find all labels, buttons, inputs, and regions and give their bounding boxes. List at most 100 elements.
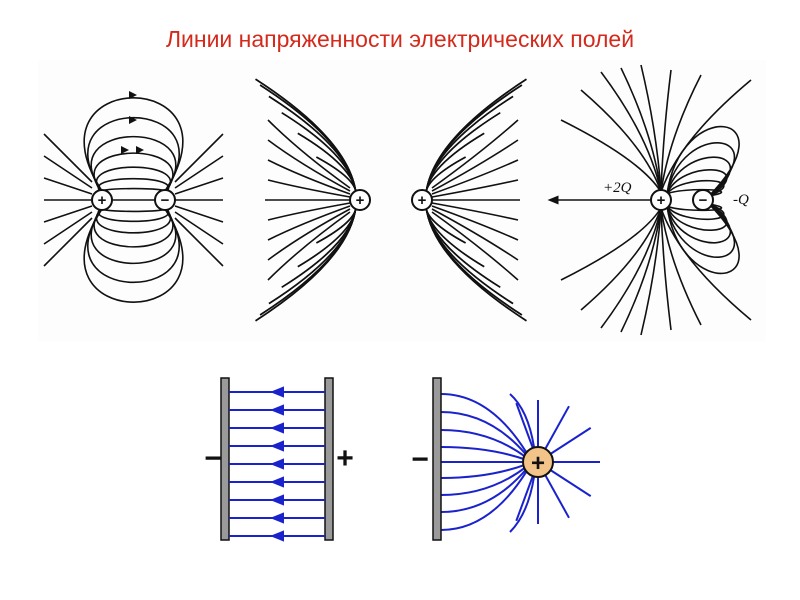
plate-field-line <box>440 446 527 461</box>
unequal-field-line <box>580 207 662 311</box>
plate-field-line <box>440 471 527 531</box>
capacitor-diagram: − + <box>204 377 354 542</box>
field-arrowhead <box>129 116 137 124</box>
svg-text:−: − <box>699 192 708 209</box>
svg-text:+: + <box>356 192 365 209</box>
plate-minus-sign: − <box>411 443 429 476</box>
plate-outer-field-line <box>544 475 570 519</box>
svg-text:+: + <box>531 450 545 477</box>
point-charge-positive: + <box>522 446 554 478</box>
dipole-field-line <box>43 211 93 245</box>
label-minus-q: -Q <box>733 192 749 208</box>
unequal-field-line <box>600 207 662 329</box>
unequal-field-line <box>560 207 662 281</box>
plate-outer-field-line <box>550 469 592 497</box>
dipole-field-line <box>83 205 184 303</box>
like-field-line <box>267 159 351 195</box>
dipole-field-line <box>174 217 224 267</box>
like-field-line <box>267 202 351 221</box>
plate-outer-field-line <box>515 402 534 449</box>
grounded-plate <box>432 377 442 541</box>
unequal-field-line <box>620 207 662 333</box>
unequal-positive-charge: + <box>650 189 672 211</box>
unequal-field-line <box>666 125 740 197</box>
like-field-line <box>431 179 519 198</box>
dipole-positive-charge: + <box>91 189 113 211</box>
like-field-line <box>431 211 519 281</box>
like-field-line <box>431 119 519 189</box>
unequal-field-line <box>666 203 728 231</box>
svg-text:+: + <box>98 192 107 209</box>
unequal-field-line <box>666 203 740 275</box>
plate-field-line <box>440 466 527 496</box>
dipole-field-line <box>174 155 224 189</box>
unequal-field-line <box>660 207 752 321</box>
like-field-line <box>267 179 351 198</box>
plate-outer-field-line <box>509 393 535 448</box>
dipole-field-line <box>93 205 174 248</box>
unequal-field-line <box>660 79 752 193</box>
unequal-field-line <box>560 119 662 193</box>
svg-text:+: + <box>418 192 427 209</box>
like-field-line <box>267 139 351 192</box>
unequal-field-line <box>660 69 672 193</box>
field-arrowhead <box>121 146 129 154</box>
unequal-field-line <box>666 203 723 212</box>
capacitor-left-plate <box>220 377 230 541</box>
dipole-field-line <box>43 217 93 267</box>
unequal-dipole-field-diagram <box>560 64 752 336</box>
dipole-field-line <box>87 205 180 284</box>
unequal-field-line <box>666 169 728 197</box>
like-field-line <box>431 159 519 195</box>
unequal-field-line <box>666 203 725 221</box>
capacitor-minus-sign: − <box>204 442 222 475</box>
dipole-field-line <box>90 135 177 195</box>
field-arrowhead <box>136 146 144 154</box>
svg-text:−: − <box>161 192 170 209</box>
dipole-field-line <box>87 116 180 195</box>
like-charges-field-diagram <box>255 78 527 322</box>
capacitor-plus-sign: + <box>336 442 354 475</box>
unequal-field-line <box>666 156 732 197</box>
unequal-field-line <box>660 74 702 193</box>
dipole-field-line <box>174 177 224 195</box>
dipole-field-line <box>174 133 224 183</box>
unequal-field-line <box>660 207 702 326</box>
like-field-line <box>267 211 351 281</box>
label-plus-2q: +2Q <box>603 180 632 196</box>
plate-field-line <box>440 463 527 479</box>
like-field-line <box>267 205 351 241</box>
plate-outer-field-line <box>550 427 592 455</box>
capacitor-right-plate <box>324 377 334 541</box>
plate-field-line <box>440 468 527 513</box>
like-field-line <box>267 119 351 189</box>
like-field-line <box>431 139 519 192</box>
plate-field-line <box>440 429 527 459</box>
unequal-field-line <box>620 67 662 193</box>
dipole-field-diagram <box>43 91 224 303</box>
dipole-field-line <box>174 205 224 223</box>
like-right-positive-charge: + <box>411 189 433 211</box>
unequal-field-line <box>600 71 662 193</box>
unequal-negative-charge: − <box>692 189 714 211</box>
plate-field-line <box>440 393 527 453</box>
plate-outer-field-line <box>544 405 570 449</box>
like-field-line <box>267 208 351 261</box>
unequal-field-line <box>640 64 662 193</box>
unequal-field-line <box>666 179 725 197</box>
unequal-field-line <box>666 203 732 244</box>
unequal-field-line <box>640 207 662 336</box>
unequal-field-line <box>666 188 723 197</box>
field-arrowhead <box>129 91 137 99</box>
dipole-field-line <box>43 177 93 195</box>
unequal-field-line <box>660 207 672 331</box>
dipole-field-line <box>43 133 93 183</box>
plate-field-line <box>440 411 527 456</box>
plate-outer-field-line <box>509 476 535 533</box>
dipole-field-line <box>90 205 177 265</box>
dipole-field-line <box>43 155 93 189</box>
dipole-negative-charge: − <box>154 189 176 211</box>
dipole-field-line <box>43 205 93 223</box>
dipole-field-line <box>93 152 174 195</box>
